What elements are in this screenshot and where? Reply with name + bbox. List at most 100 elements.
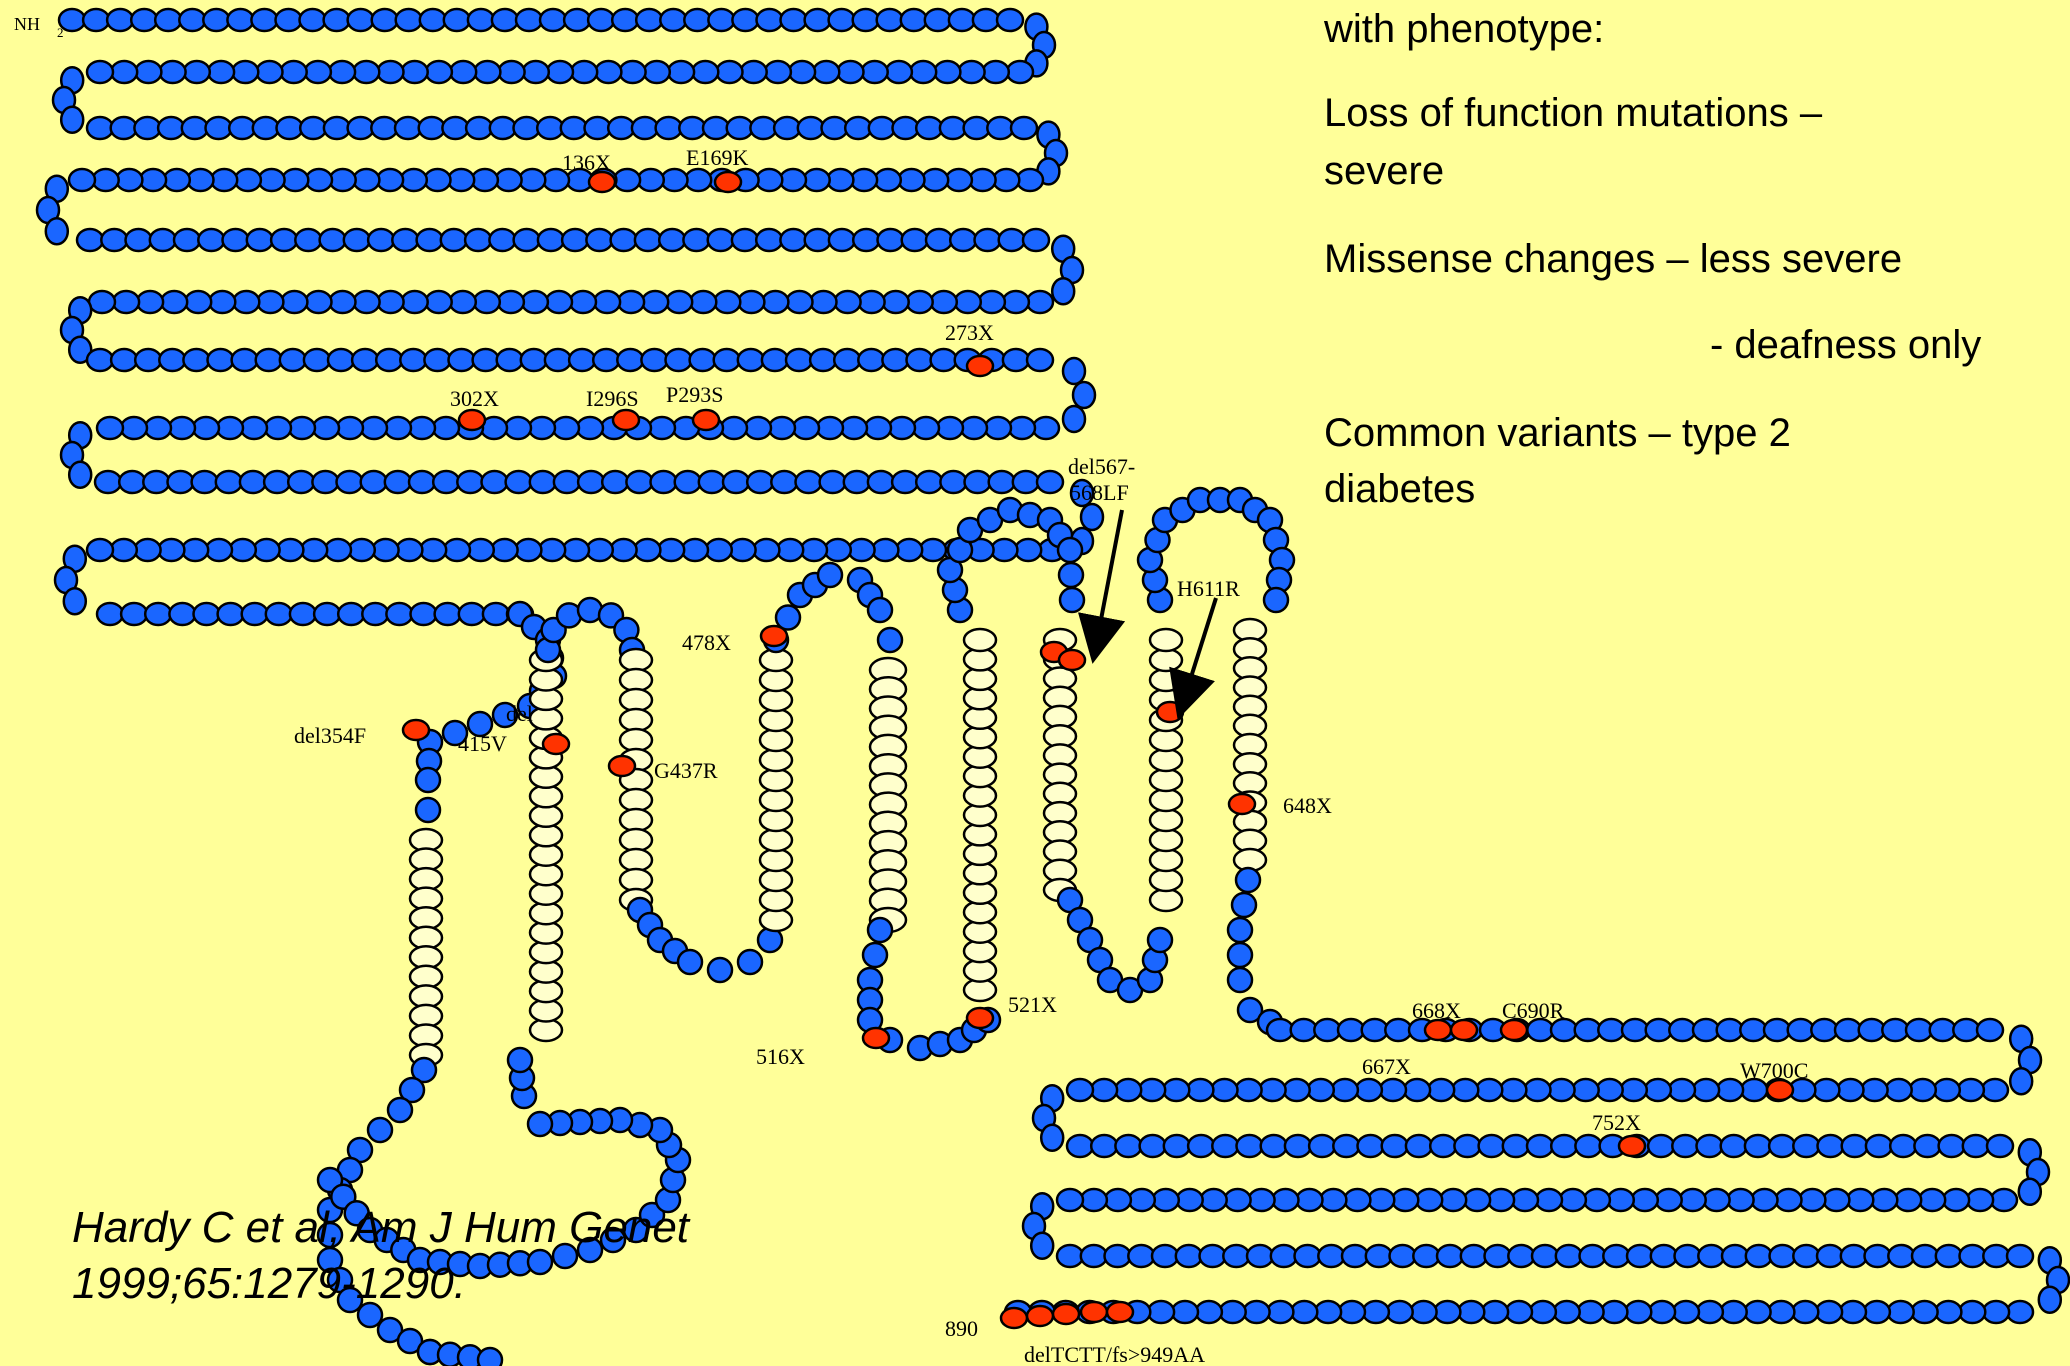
- residue: [119, 471, 145, 493]
- residue: [483, 603, 509, 625]
- residue: [641, 349, 667, 371]
- residue: [530, 471, 556, 493]
- residue: [169, 417, 195, 439]
- residue: [620, 809, 652, 831]
- residue: [1105, 1245, 1131, 1267]
- residue: [277, 539, 303, 561]
- residue: [841, 417, 867, 439]
- residue: [253, 117, 279, 139]
- residue: [259, 169, 285, 191]
- residue: [805, 229, 831, 251]
- residue: [1503, 1135, 1529, 1157]
- residue: [545, 349, 571, 371]
- residue: [805, 9, 831, 31]
- residue: [1067, 1079, 1093, 1101]
- n-terminus-label: NH: [14, 14, 40, 34]
- residue: [288, 471, 314, 493]
- residue: [659, 229, 685, 251]
- residue: [571, 61, 597, 83]
- residue: [1091, 1135, 1117, 1157]
- residue: [1622, 1019, 1648, 1041]
- residue: [626, 471, 652, 493]
- residue: [155, 9, 181, 31]
- residue: [611, 539, 637, 561]
- citation-line2: 1999;65:1279-1290.: [72, 1256, 689, 1312]
- residue: [922, 169, 948, 191]
- residue: [899, 169, 925, 191]
- residue: [1934, 1079, 1960, 1101]
- residue: [1817, 1245, 1843, 1267]
- residue: [235, 169, 261, 191]
- residue: [281, 291, 307, 313]
- mutation-890b: [1027, 1306, 1053, 1326]
- residue: [1645, 1079, 1671, 1101]
- residue: [361, 417, 387, 439]
- residue: [1295, 1245, 1321, 1267]
- mutation-668x-b: [1451, 1020, 1477, 1040]
- mutation-136x: [589, 172, 615, 192]
- residue: [1888, 1245, 1914, 1267]
- residue: [1573, 1079, 1599, 1101]
- residue: [150, 229, 176, 251]
- residue: [529, 417, 555, 439]
- residue: [721, 417, 747, 439]
- residue: [1983, 1301, 2009, 1323]
- residue: [1959, 1301, 1985, 1323]
- residue: [620, 669, 652, 691]
- residue: [290, 603, 316, 625]
- residue: [344, 229, 370, 251]
- residue: [1017, 169, 1043, 191]
- residue: [169, 603, 195, 625]
- residue: [329, 61, 355, 83]
- residue: [620, 649, 652, 671]
- residue: [1752, 1189, 1778, 1211]
- residue: [1698, 1245, 1724, 1267]
- residue: [789, 61, 815, 83]
- residue: [882, 349, 908, 371]
- residue: [796, 471, 822, 493]
- residue: [813, 61, 839, 83]
- residue: [1906, 1019, 1932, 1041]
- residue: [1150, 849, 1182, 871]
- residue: [324, 117, 350, 139]
- residue: [1428, 1079, 1454, 1101]
- residue: [388, 1098, 412, 1122]
- residue: [523, 61, 549, 83]
- label-h611r: H611R: [1177, 576, 1240, 601]
- residue: [1150, 769, 1182, 791]
- mutation-c690r: [1501, 1020, 1527, 1040]
- residue: [240, 471, 266, 493]
- residue: [570, 291, 596, 313]
- residue: [206, 117, 232, 139]
- residue: [466, 117, 492, 139]
- residue: [87, 117, 113, 139]
- residue: [1912, 1301, 1938, 1323]
- residue: [1063, 358, 1085, 384]
- residue: [1236, 868, 1260, 892]
- residue: [392, 229, 418, 251]
- residue: [1882, 1019, 1908, 1041]
- residue: [164, 169, 190, 191]
- residue: [353, 61, 379, 83]
- residue: [182, 539, 208, 561]
- residue: [465, 229, 491, 251]
- residue: [975, 229, 1001, 251]
- residue: [1960, 1245, 1986, 1267]
- residue: [1153, 1189, 1179, 1211]
- residue: [801, 539, 827, 561]
- residue: [1260, 1079, 1286, 1101]
- residue: [1452, 1079, 1478, 1101]
- residue: [522, 291, 548, 313]
- residue: [1148, 928, 1172, 952]
- loss-of-function-line2: severe: [1324, 148, 1444, 194]
- residue: [87, 539, 113, 561]
- residue: [692, 61, 718, 83]
- residue: [738, 349, 764, 371]
- residue: [1649, 1301, 1675, 1323]
- residue: [668, 61, 694, 83]
- residue: [765, 61, 791, 83]
- residue: [2010, 1068, 2032, 1094]
- residue: [730, 539, 756, 561]
- label-del567-line2: 568LF: [1070, 480, 1129, 505]
- residue: [611, 229, 637, 251]
